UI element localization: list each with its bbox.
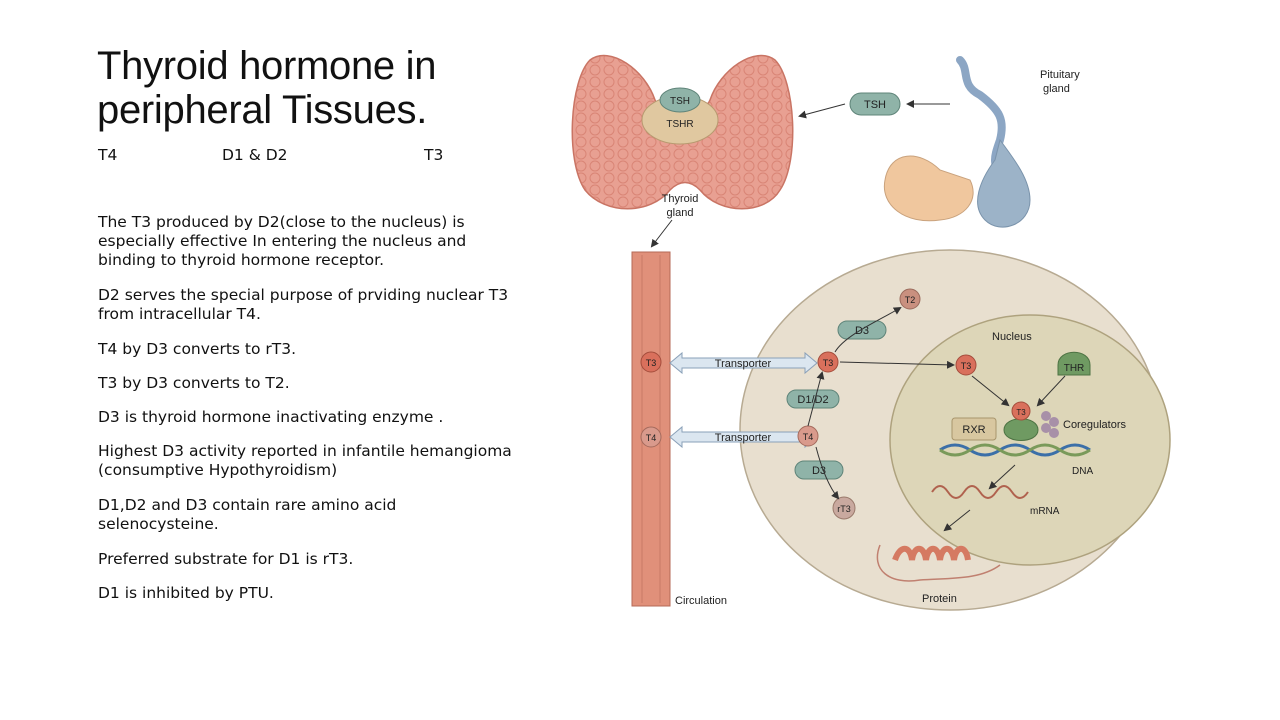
paragraph-4: T3 by D3 converts to T2. xyxy=(98,374,290,392)
paragraph-3: T4 by D3 converts to rT3. xyxy=(98,340,297,358)
pituitary-label-1: Pituitary xyxy=(1040,69,1080,81)
conversion-enzyme: D1 & D2 xyxy=(222,146,288,164)
t2-label: T2 xyxy=(905,295,916,305)
thyroid-label-1: Thyroid xyxy=(662,193,699,205)
d3-bottom-enzyme: D3 xyxy=(794,460,844,480)
paragraph-1: The T3 produced by D2(close to the nucle… xyxy=(98,213,467,269)
mrna-label: mRNA xyxy=(1030,506,1060,517)
paragraph-8: Preferred substrate for D1 is rT3. xyxy=(98,550,354,568)
paragraph-6: Highest D3 activity reported in infantil… xyxy=(98,442,512,479)
tsh-signal: TSH xyxy=(798,92,950,119)
t4-cell-label: T4 xyxy=(803,432,814,442)
rxr-receptor: RXR xyxy=(951,417,997,441)
conversion-from: T4 xyxy=(98,146,118,164)
t3-bound-label: T3 xyxy=(1016,408,1026,417)
thyroid-gland: TSH TSHR Thyroid gland xyxy=(571,54,794,248)
rt3-molecule: rT3 xyxy=(832,496,856,520)
thyroid-hormone-diagram: Pituitary gland TSH TSH TSHR Thyroid gla… xyxy=(571,54,1171,611)
t4-cell: T4 xyxy=(797,425,819,447)
coregulators: Coregulators xyxy=(1041,411,1126,438)
pathway-arrows xyxy=(807,306,1066,532)
t3-circulation: T3 xyxy=(640,351,662,373)
coregulators-label: Coregulators xyxy=(1063,419,1126,431)
transporter-bottom-label: Transporter xyxy=(715,432,772,444)
target-cell: Nucleus xyxy=(739,249,1171,611)
tsh-signal-label: TSH xyxy=(864,99,886,111)
paragraph-9: D1 is inhibited by PTU. xyxy=(98,584,274,602)
d1d2-label: D1/D2 xyxy=(797,394,828,406)
rxr-label: RXR xyxy=(962,424,985,436)
d3-top-label: D3 xyxy=(855,325,869,337)
protein-label: Protein xyxy=(922,593,957,605)
t3-circulation-label: T3 xyxy=(646,358,657,368)
pituitary-label-2: gland xyxy=(1043,83,1070,95)
t3-nucleus-label: T3 xyxy=(961,361,972,371)
paragraph-7: D1,D2 and D3 contain rare amino acid sel… xyxy=(98,496,397,533)
mrna-strand: mRNA xyxy=(931,485,1060,517)
paragraph-5: D3 is thyroid hormone inactivating enzym… xyxy=(98,408,444,426)
circulation-vessel: Circulation xyxy=(631,251,727,607)
d3-top-enzyme: D3 xyxy=(837,320,887,340)
t2-molecule: T2 xyxy=(899,288,921,310)
dna-strand: DNA xyxy=(939,443,1093,477)
conversion-row: T4 D1 & D2 T3 xyxy=(98,146,518,166)
t4-circulation: T4 xyxy=(640,426,662,448)
circulation-label: Circulation xyxy=(675,595,727,607)
thr-label: THR xyxy=(1064,363,1085,374)
thr-receptor: THR xyxy=(1057,351,1091,376)
protein: Protein xyxy=(876,544,1001,605)
transporter-top-label: Transporter xyxy=(715,358,772,370)
conversion-to: T3 xyxy=(424,146,444,164)
paragraph-2: D2 serves the special purpose of prvidin… xyxy=(98,286,509,323)
transporter-bottom: Transporter xyxy=(669,425,818,449)
slide-body: T4 D1 & D2 T3 The T3 produced by D2(clos… xyxy=(98,146,518,603)
nucleus-label: Nucleus xyxy=(992,331,1032,343)
t3-cell-label: T3 xyxy=(823,358,834,368)
tshr-label: TSHR xyxy=(666,119,693,130)
title-line-1: Thyroid hormone in xyxy=(97,44,437,88)
thyroid-label-2: gland xyxy=(667,207,694,219)
dna-label: DNA xyxy=(1072,466,1093,477)
pituitary-gland: Pituitary gland xyxy=(883,56,1080,228)
transporter-top: Transporter xyxy=(669,351,818,375)
slide-title: Thyroid hormone in peripheral Tissues. xyxy=(97,44,537,132)
t3-cell: T3 xyxy=(817,351,839,373)
rt3-label: rT3 xyxy=(837,504,851,514)
t3-nucleus: T3 xyxy=(955,354,977,376)
title-line-2: peripheral Tissues. xyxy=(97,88,428,132)
tsh-receptor-bound-label: TSH xyxy=(670,96,690,107)
thr-t3-complex: T3 xyxy=(1003,401,1039,441)
t4-circulation-label: T4 xyxy=(646,433,657,443)
d1d2-enzyme: D1/D2 xyxy=(786,389,840,409)
